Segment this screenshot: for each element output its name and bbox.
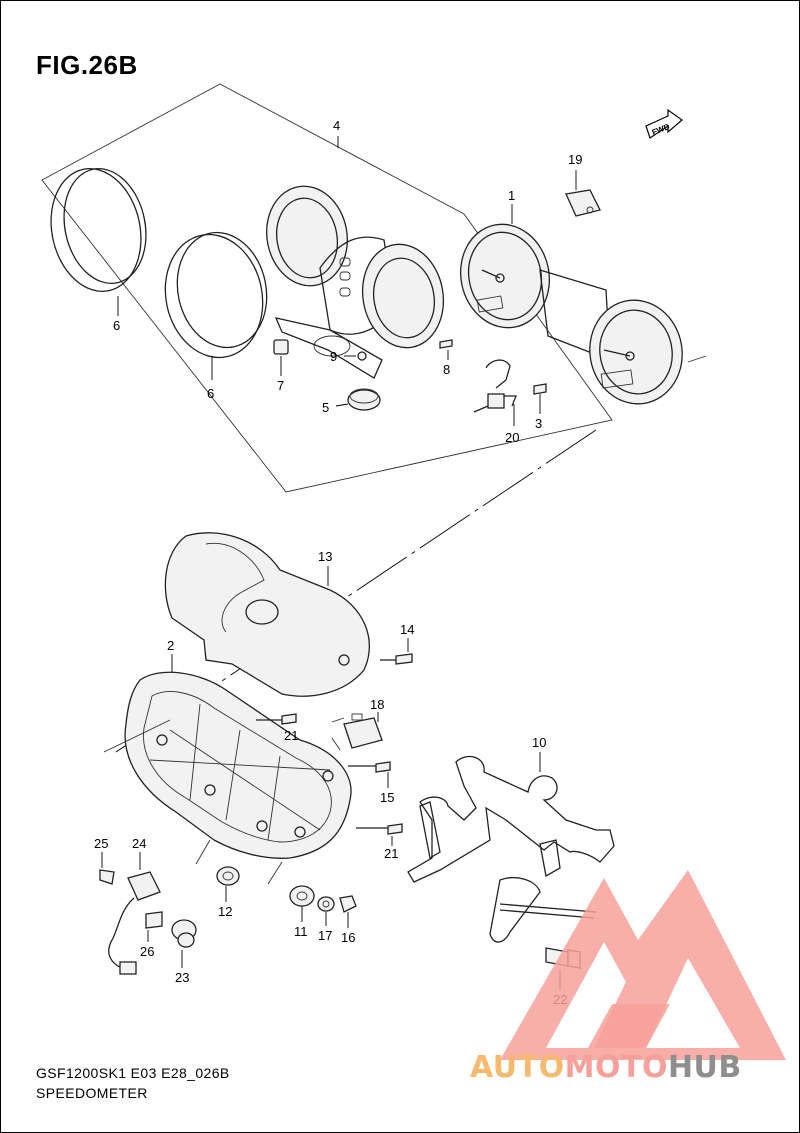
watermark-text-moto: MOTO: [564, 1050, 668, 1085]
callout-10: 10: [532, 735, 546, 750]
callout-23: 23: [175, 970, 189, 985]
callout-15: 15: [380, 790, 394, 805]
callout-24: 24: [132, 836, 146, 851]
part-9-screw: [344, 351, 367, 361]
part-13-cover: [164, 532, 371, 697]
callout-18: 18: [370, 697, 384, 712]
fwd-arrow-icon: FWD: [645, 108, 683, 139]
part-1-gauge-assembly: [459, 204, 707, 405]
part-21-screw-a: [256, 713, 297, 725]
callout-14: 14: [400, 622, 414, 637]
part-8-screw: [439, 339, 453, 360]
callout-13: 13: [318, 549, 332, 564]
part-21-screw-c: [356, 823, 403, 846]
callout-5: 5: [322, 400, 329, 415]
callout-8: 8: [443, 362, 450, 377]
callout-19: 19: [568, 152, 582, 167]
watermark-text-hub: HUB: [667, 1050, 742, 1085]
part-17-washer: [317, 896, 335, 926]
meter-case: [266, 185, 445, 379]
part-10-bracket: [407, 752, 615, 943]
part-16-nut: [339, 895, 357, 928]
bezel-ring-right: [164, 231, 268, 380]
part-26-bulb: [145, 911, 163, 942]
part-24-lamp-socket: [108, 852, 161, 975]
part-7-clip: [273, 339, 289, 376]
callout-21-c: 21: [384, 846, 398, 861]
callout-6-right: 6: [207, 386, 214, 401]
part-18-connector: [331, 712, 383, 751]
callout-1: 1: [508, 188, 515, 203]
callout-25: 25: [94, 836, 108, 851]
figure-title: FIG.26B: [36, 50, 138, 80]
callout-6-left: 6: [113, 318, 120, 333]
part-25-screw: [99, 852, 115, 885]
callout-21-a: 21: [284, 728, 298, 743]
callout-2: 2: [167, 638, 174, 653]
callout-26: 26: [140, 944, 154, 959]
bezel-ring-left: [50, 168, 147, 316]
part-20-sensor: [473, 359, 517, 426]
model-code: GSF1200SK1 E03 E28_026B: [36, 1065, 230, 1081]
part-3-screw: [533, 383, 547, 414]
part-2-lower-case: [103, 654, 352, 859]
callout-3: 3: [535, 416, 542, 431]
callout-4: 4: [333, 118, 340, 133]
part-15-screw: [348, 761, 391, 788]
part-14-screw: [380, 638, 413, 665]
section-name: SPEEDOMETER: [36, 1085, 148, 1101]
watermark-logo-icon: [500, 870, 786, 1060]
part-19-bracket: [565, 170, 601, 217]
part-11-grommet: [267, 861, 315, 922]
callout-16: 16: [341, 930, 355, 945]
watermark-text: AUTOMOTOHUB: [470, 1050, 742, 1085]
assembly-outline: [41, 83, 613, 493]
callout-17: 17: [318, 928, 332, 943]
callout-12: 12: [218, 904, 232, 919]
part-12-grommet: [195, 839, 240, 902]
callout-11: 11: [294, 924, 308, 939]
part-5-cap: [335, 388, 381, 411]
part-23-bulb-holder: [171, 919, 197, 968]
callout-9: 9: [330, 349, 337, 364]
watermark-text-auto: AUTO: [470, 1050, 565, 1085]
callout-20: 20: [505, 430, 519, 445]
callout-7: 7: [277, 378, 284, 393]
